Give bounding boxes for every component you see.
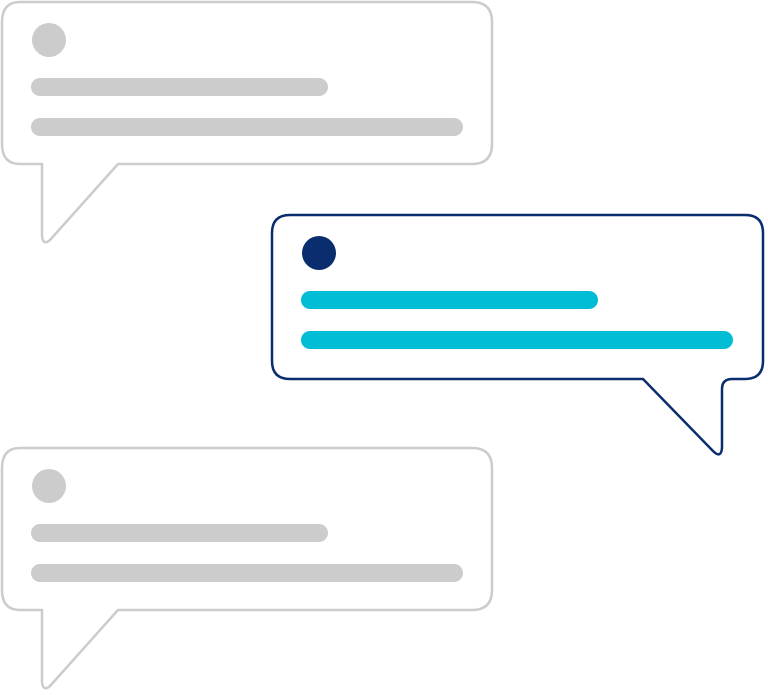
avatar-placeholder-icon — [302, 236, 336, 270]
chat-bubble-middle-right — [270, 213, 765, 456]
message-line-long — [301, 331, 733, 349]
chat-bubble-bottom-left — [0, 446, 494, 690]
message-line-short — [31, 78, 328, 96]
message-line-short — [31, 524, 328, 542]
message-line-long — [31, 118, 463, 136]
avatar-placeholder-icon — [32, 469, 66, 503]
message-line-long — [31, 564, 463, 582]
avatar-placeholder-icon — [32, 23, 66, 57]
message-line-short — [301, 291, 598, 309]
chat-bubble-top-left — [0, 0, 494, 244]
